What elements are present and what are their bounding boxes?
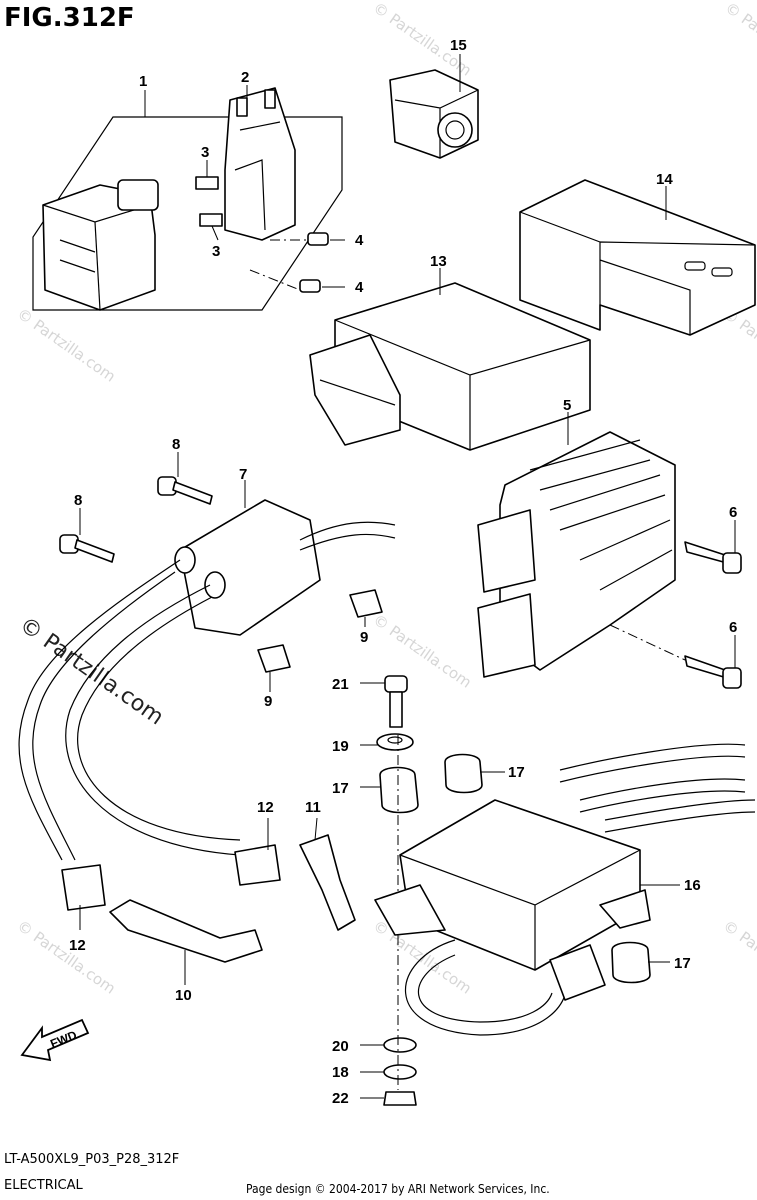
- callout-17: 17: [332, 780, 349, 797]
- callout-9: 9: [264, 693, 272, 710]
- part-22-nut: [383, 1091, 417, 1106]
- section-name: ELECTRICAL: [4, 1178, 84, 1193]
- callout-15: 15: [450, 37, 467, 54]
- callout-1: 1: [139, 73, 147, 90]
- part-20-washer: [383, 1037, 417, 1053]
- model-code: LT-A500XL9_P03_P28_312F: [4, 1152, 179, 1167]
- callout-19: 19: [332, 738, 349, 755]
- part-10-plug-cap: [109, 899, 263, 963]
- part-6-bolts: [609, 541, 742, 689]
- copyright-notice: Page design © 2004-2017 by ARI Network S…: [246, 1182, 550, 1196]
- watermark-text: © Partzilla.com: [14, 305, 119, 386]
- part-13-ecm: [309, 282, 591, 451]
- callout-4: 4: [355, 232, 364, 249]
- callout-22: 22: [332, 1090, 349, 1107]
- callout-14: 14: [656, 171, 673, 188]
- part-9-collars: [257, 589, 383, 673]
- fwd-label: FWD: [48, 1028, 79, 1051]
- part-17-grommets: [379, 753, 651, 984]
- fwd-arrow: FWD: [20, 1018, 90, 1062]
- callout-2: 2: [241, 69, 249, 86]
- callout-12: 12: [257, 799, 274, 816]
- callout-8: 8: [172, 436, 180, 453]
- callout-9: 9: [360, 629, 368, 646]
- callout-16: 16: [684, 877, 701, 894]
- part-12-seals: [61, 844, 281, 911]
- callout-7: 7: [239, 466, 247, 483]
- part-8-bolts: [59, 476, 213, 563]
- part-21-bolt: [384, 675, 408, 728]
- callout-21: 21: [332, 676, 349, 693]
- callout-18: 18: [332, 1064, 349, 1081]
- part-1-starter-relay: [32, 87, 343, 311]
- part-16-control-unit: [374, 743, 756, 1036]
- part-7-ignition-coil: [18, 499, 396, 861]
- part-19-washer: [376, 733, 414, 751]
- callout-6: 6: [729, 619, 737, 636]
- callout-11: 11: [305, 799, 321, 816]
- watermark-text: © Partzilla.com: [722, 0, 757, 80]
- callout-3: 3: [212, 243, 220, 260]
- callout-17: 17: [508, 764, 525, 781]
- callout-12: 12: [69, 937, 86, 954]
- callout-3: 3: [201, 144, 209, 161]
- watermark-text: © Partzilla.com: [720, 917, 757, 998]
- callout-20: 20: [332, 1038, 349, 1055]
- watermark-text: © Partzilla.com: [14, 917, 119, 998]
- part-18-washer: [383, 1064, 417, 1080]
- figure-title: FIG.312F: [4, 3, 135, 33]
- callouts: 1 2 3 3 4 4 15 14 13 5 6 6 8 7 8 9 9 21 …: [69, 37, 737, 1107]
- part-15-connector: [389, 69, 479, 159]
- callout-4: 4: [355, 279, 364, 296]
- part-5-regulator: [477, 431, 676, 678]
- callout-6: 6: [729, 504, 737, 521]
- callout-17: 17: [674, 955, 691, 972]
- callout-13: 13: [430, 253, 447, 270]
- callout-5: 5: [563, 397, 571, 414]
- part-14-bracket: [519, 179, 756, 336]
- callout-8: 8: [74, 492, 82, 509]
- leader-lines: [79, 54, 736, 1099]
- callout-10: 10: [175, 987, 192, 1004]
- part-11-plug-cap: [299, 834, 356, 931]
